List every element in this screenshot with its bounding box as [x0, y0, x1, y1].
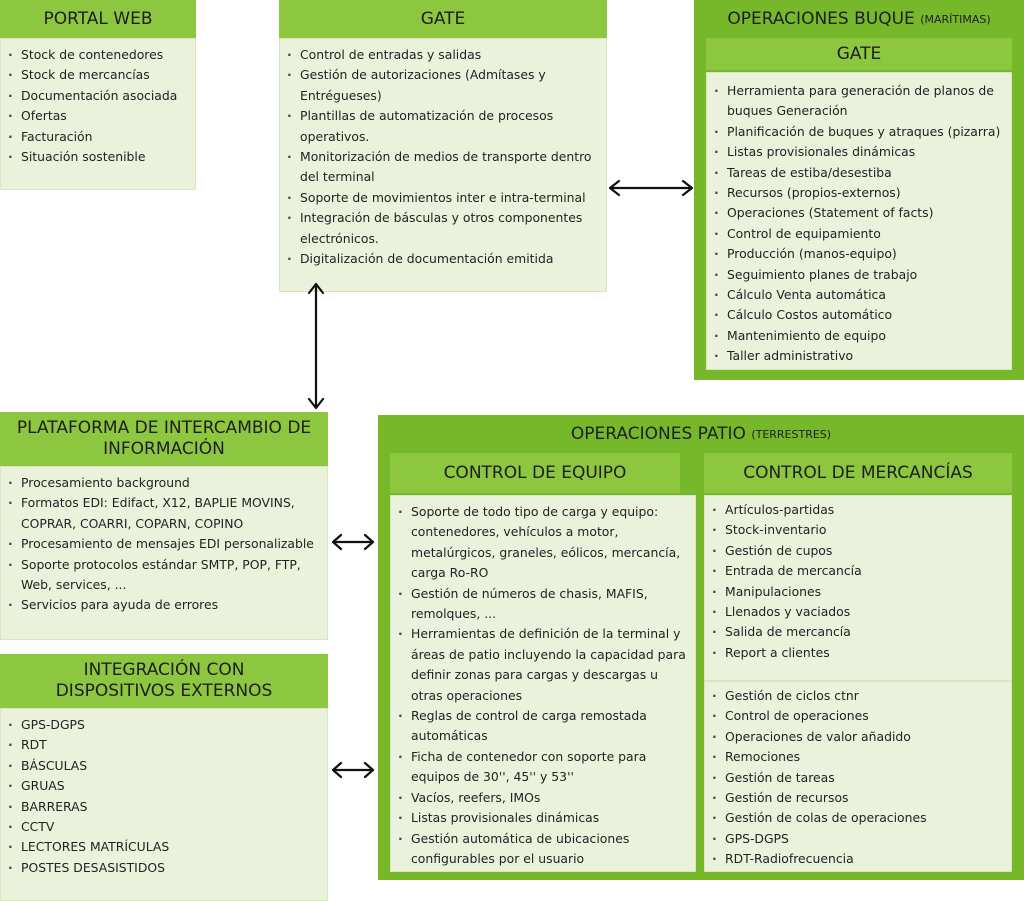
list-item: LECTORES MATRÍCULAS	[8, 837, 323, 858]
list-item: Monitorización de medios de transporte d…	[287, 147, 602, 188]
list-item: Cálculo Venta automática	[714, 285, 1007, 306]
integracion-dispositivos-title: INTEGRACIÓN CON DISPOSITIVOS EXTERNOS	[0, 654, 328, 708]
list-item: Soporte protocolos estándar SMTP, POP, F…	[8, 555, 323, 596]
control-equipo-title: CONTROL DE EQUIPO	[390, 453, 680, 493]
list-item: Tareas de estiba/desestiba	[714, 163, 1007, 184]
list-item: Ofertas	[8, 106, 191, 127]
operaciones-patio-box: OPERACIONES PATIO (TERRESTRES) CONTROL D…	[378, 415, 1024, 880]
list-item: Gestión de cupos	[712, 541, 1007, 562]
list-item: Plantillas de automatización de procesos…	[287, 106, 602, 147]
operaciones-buque-gate-title: GATE	[706, 38, 1012, 70]
operaciones-buque-title: OPERACIONES BUQUE (MARÍTIMAS)	[727, 8, 991, 29]
gate-title: GATE	[279, 0, 607, 38]
list-item: Manipulaciones	[712, 582, 1007, 603]
list-item: Herramientas de definición de la termina…	[398, 624, 691, 706]
portal-web-list: Stock de contenedoresStock de mercancías…	[0, 38, 196, 190]
list-item: Cálculo Costos automático	[714, 305, 1007, 326]
list-item: Recursos (propios-externos)	[714, 183, 1007, 204]
list-item: Vacíos, reefers, IMOs	[398, 788, 691, 809]
list-item: Listas provisionales dinámicas	[398, 808, 691, 829]
arrow-integracion-patio	[331, 761, 375, 779]
list-item: Operaciones (Statement of facts)	[714, 203, 1007, 224]
list-item: Planificación de buques y atraques (piza…	[714, 122, 1007, 143]
control-equipo-list: Soporte de todo tipo de carga y equipo: …	[390, 495, 696, 872]
portal-web-title: PORTAL WEB	[0, 0, 196, 38]
list-item: Gestión de autorizaciones (Admítases y E…	[287, 65, 602, 106]
integracion-dispositivos-box: INTEGRACIÓN CON DISPOSITIVOS EXTERNOS GP…	[0, 654, 328, 901]
list-item: Documentación asociada	[8, 86, 191, 107]
list-item: Taller administrativo	[714, 346, 1007, 367]
gate-box: GATE Control de entradas y salidasGestió…	[279, 0, 607, 292]
list-item: Operaciones de valor añadido	[712, 727, 1007, 748]
control-mercancias-list-bottom: Gestión de ciclos ctnrControl de operaci…	[704, 681, 1012, 872]
list-item: Entrada de mercancía	[712, 561, 1007, 582]
operaciones-patio-title: OPERACIONES PATIO (TERRESTRES)	[570, 423, 832, 444]
list-item: Stock de contenedores	[8, 45, 191, 66]
list-item: Report a clientes	[712, 643, 1007, 664]
list-item: Gestión automática de ubicaciones config…	[398, 829, 691, 870]
arrow-plataforma-patio	[331, 533, 375, 551]
list-item: Situación sostenible	[8, 147, 191, 168]
list-item: Gestión de recursos	[712, 788, 1007, 809]
list-item: POSTES DESASISTIDOS	[8, 858, 323, 879]
plataforma-intercambio-list: Procesamiento backgroundFormatos EDI: Ed…	[0, 466, 328, 640]
list-item: Llenados y vaciados	[712, 602, 1007, 623]
list-item: Formatos EDI: Edifact, X12, BAPLIE MOVIN…	[8, 493, 323, 534]
list-item: Herramienta para generación de planos de…	[714, 81, 1007, 122]
operaciones-buque-list: Herramienta para generación de planos de…	[706, 72, 1012, 370]
list-item: Procesamiento de mensajes EDI personaliz…	[8, 534, 323, 555]
list-item: Ficha de contenedor con soporte para equ…	[398, 747, 691, 788]
list-item: Gestión de colas de operaciones	[712, 808, 1007, 829]
list-item: Producción (manos-equipo)	[714, 244, 1007, 265]
portal-web-box: PORTAL WEB Stock de contenedoresStock de…	[0, 0, 196, 190]
list-item: RDT-Radiofrecuencia	[712, 849, 1007, 870]
list-item: Digitalización de documentación emitida	[287, 249, 602, 270]
list-item: RDT	[8, 735, 323, 756]
list-item: Soporte de movimientos inter e intra-ter…	[287, 188, 602, 209]
list-item: Procesamiento background	[8, 473, 323, 494]
list-item: Control de equipamiento	[714, 224, 1007, 245]
list-item: Control de entradas y salidas	[287, 45, 602, 66]
plataforma-intercambio-box: PLATAFORMA DE INTERCAMBIO DE INFORMACIÓN…	[0, 412, 328, 640]
list-item: Stock de mercancías	[8, 65, 191, 86]
list-item: GPS-DGPS	[712, 829, 1007, 850]
list-item: Soporte de todo tipo de carga y equipo: …	[398, 502, 691, 584]
list-item: Gestión de tareas	[712, 768, 1007, 789]
list-item: Facturación	[8, 127, 191, 148]
list-item: Listas provisionales dinámicas	[714, 142, 1007, 163]
list-item: BÁSCULAS	[8, 756, 323, 777]
list-item: Mantenimiento de equipo	[714, 326, 1007, 347]
list-item: Gestión de números de chasis, MAFIS, rem…	[398, 584, 691, 625]
arrow-gate-buque	[608, 179, 694, 197]
list-item: Remociones	[712, 747, 1007, 768]
list-item: Salida de mercancía	[712, 622, 1007, 643]
integracion-dispositivos-list: GPS-DGPSRDTBÁSCULASGRUASBARRERASCCTVLECT…	[0, 708, 328, 901]
plataforma-intercambio-title: PLATAFORMA DE INTERCAMBIO DE INFORMACIÓN	[0, 412, 328, 466]
list-item: Integración de básculas y otros componen…	[287, 208, 602, 249]
list-item: Gestión de ciclos ctnr	[712, 686, 1007, 707]
gate-list: Control de entradas y salidasGestión de …	[279, 38, 607, 292]
list-item: Control de operaciones	[712, 706, 1007, 727]
list-item: GRUAS	[8, 776, 323, 797]
list-item: Stock-inventario	[712, 520, 1007, 541]
operaciones-buque-box: OPERACIONES BUQUE (MARÍTIMAS) GATE Herra…	[694, 0, 1024, 380]
list-item: Artículos-partidas	[712, 500, 1007, 521]
list-item: GPS-DGPS	[8, 715, 323, 736]
arrow-gate-plataforma	[307, 282, 325, 410]
list-item: Servicios para ayuda de errores	[8, 595, 323, 616]
list-item: BARRERAS	[8, 797, 323, 818]
control-mercancias-title: CONTROL DE MERCANCÍAS	[704, 453, 1012, 493]
control-mercancias-list-top: Artículos-partidasStock-inventarioGestió…	[704, 495, 1012, 681]
list-item: CCTV	[8, 817, 323, 838]
list-item: Reglas de control de carga remostada aut…	[398, 706, 691, 747]
list-item: Seguimiento planes de trabajo	[714, 265, 1007, 286]
